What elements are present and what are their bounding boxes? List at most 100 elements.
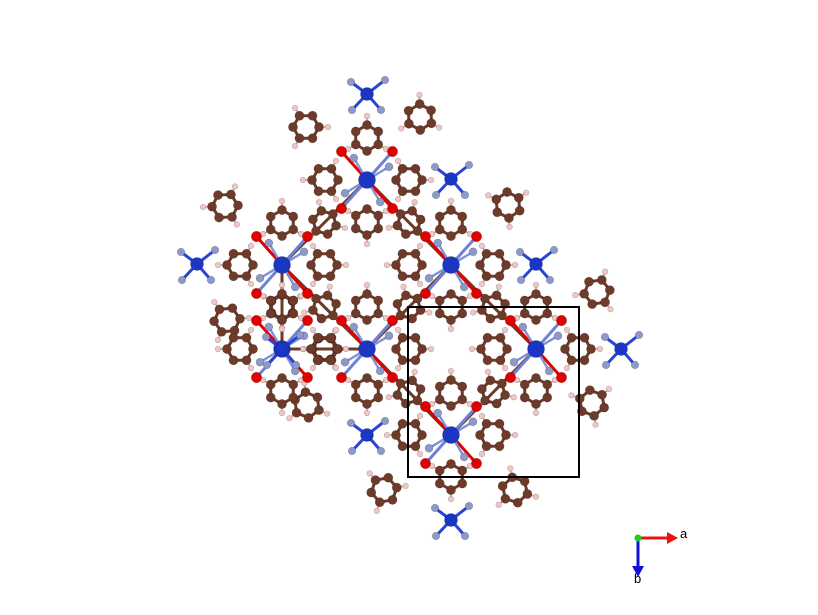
carbon-atom [410,332,421,343]
nitrogen-atom [376,105,386,115]
carbon-atom [326,186,337,197]
nitrogen-atom [515,247,525,257]
oxygen-atom [386,314,398,326]
nitrogen-atom [384,331,394,341]
oxygen-atom [470,457,482,469]
oxygen-atom [419,457,431,469]
carbon-atom [475,430,485,440]
carbon-atom [288,211,299,222]
hydrogen-atom [332,195,340,203]
carbon-atom [426,105,437,116]
nitrogen-atom [509,357,519,367]
carbon-atom [500,390,511,400]
carbon-atom [312,355,323,366]
hydrogen-atom [470,309,477,316]
carbon-atom [542,295,553,306]
metal-atom [273,256,291,274]
carbon-atom [350,392,361,403]
carbon-atom [207,201,217,212]
nitrogen-atom [600,332,610,342]
carbon-atom [332,260,342,270]
nitrogen-atom [206,275,216,285]
nitrogen-atom [177,275,187,285]
carbon-atom [457,211,468,222]
carbon-atom [600,297,610,308]
hydrogen-atom [511,261,519,269]
carbon-atom [579,332,590,343]
carbon-atom [333,175,343,185]
carbon-atom [397,248,408,259]
carbon-atom [373,223,384,234]
carbon-atom [312,248,323,259]
carbon-atom [331,220,341,231]
carbon-atom [457,394,468,405]
nitrogen-atom [255,357,265,367]
carbon-atom [586,344,596,354]
nitrogen-atom [433,408,443,418]
carbon-atom [391,344,401,354]
hydrogen-atom [383,431,391,439]
metal-atom [442,256,460,274]
carbon-atom [446,231,456,241]
c-axis-origin [634,534,642,542]
carbon-atom [426,118,437,129]
carbon-atom [300,387,311,397]
carbon-atom [331,298,341,309]
nitrogen-atom [264,238,274,248]
carbon-atom [410,355,421,366]
carbon-atom [313,186,324,197]
carbon-atom [277,231,287,241]
metal-atom [275,342,289,356]
carbon-atom [308,305,318,316]
carbon-atom [373,379,384,390]
carbon-atom [350,139,361,150]
oxygen-atom [470,400,482,412]
metal-atom [442,426,460,444]
carbon-atom [476,344,486,354]
a-axis-arrowhead [667,532,678,544]
carbon-atom [513,192,524,203]
carbon-atom [494,271,505,282]
unit-cell-outline [407,306,580,478]
carbon-atom [222,260,232,270]
hydrogen-atom [199,203,207,211]
carbon-atom [312,271,323,282]
carbon-atom [350,308,361,319]
hydrogen-atom [398,125,405,132]
carbon-atom [495,332,506,343]
oxygen-atom [301,287,313,299]
carbon-atom [481,441,492,452]
nitrogen-atom [459,452,469,462]
hydrogen-atom [416,280,424,288]
carbon-atom [531,289,541,299]
carbon-atom [579,288,590,299]
nitrogen-atom [384,162,394,172]
carbon-atom [410,441,421,452]
carbon-atom [497,310,507,321]
carbon-atom [291,407,302,418]
hydrogen-atom [427,176,435,184]
hydrogen-atom [416,91,423,99]
carbon-atom [395,310,406,321]
hydrogen-atom [436,124,443,131]
carbon-atom [410,248,421,259]
carbon-atom [410,418,421,429]
carbon-atom [312,392,323,403]
carbon-atom [391,430,401,440]
carbon-atom [403,118,414,129]
carbon-atom [362,315,372,325]
carbon-atom [265,308,276,319]
nitrogen-atom [544,366,554,376]
carbon-atom [417,344,427,354]
carbon-atom [241,332,252,343]
carbon-atom [233,200,243,211]
carbon-atom [494,418,505,429]
carbon-atom [481,418,492,429]
carbon-atom [410,271,421,282]
nitrogen-atom [376,446,386,456]
nitrogen-atom [630,360,640,370]
carbon-atom [446,205,456,215]
carbon-atom [227,303,238,314]
carbon-atom [325,355,336,366]
